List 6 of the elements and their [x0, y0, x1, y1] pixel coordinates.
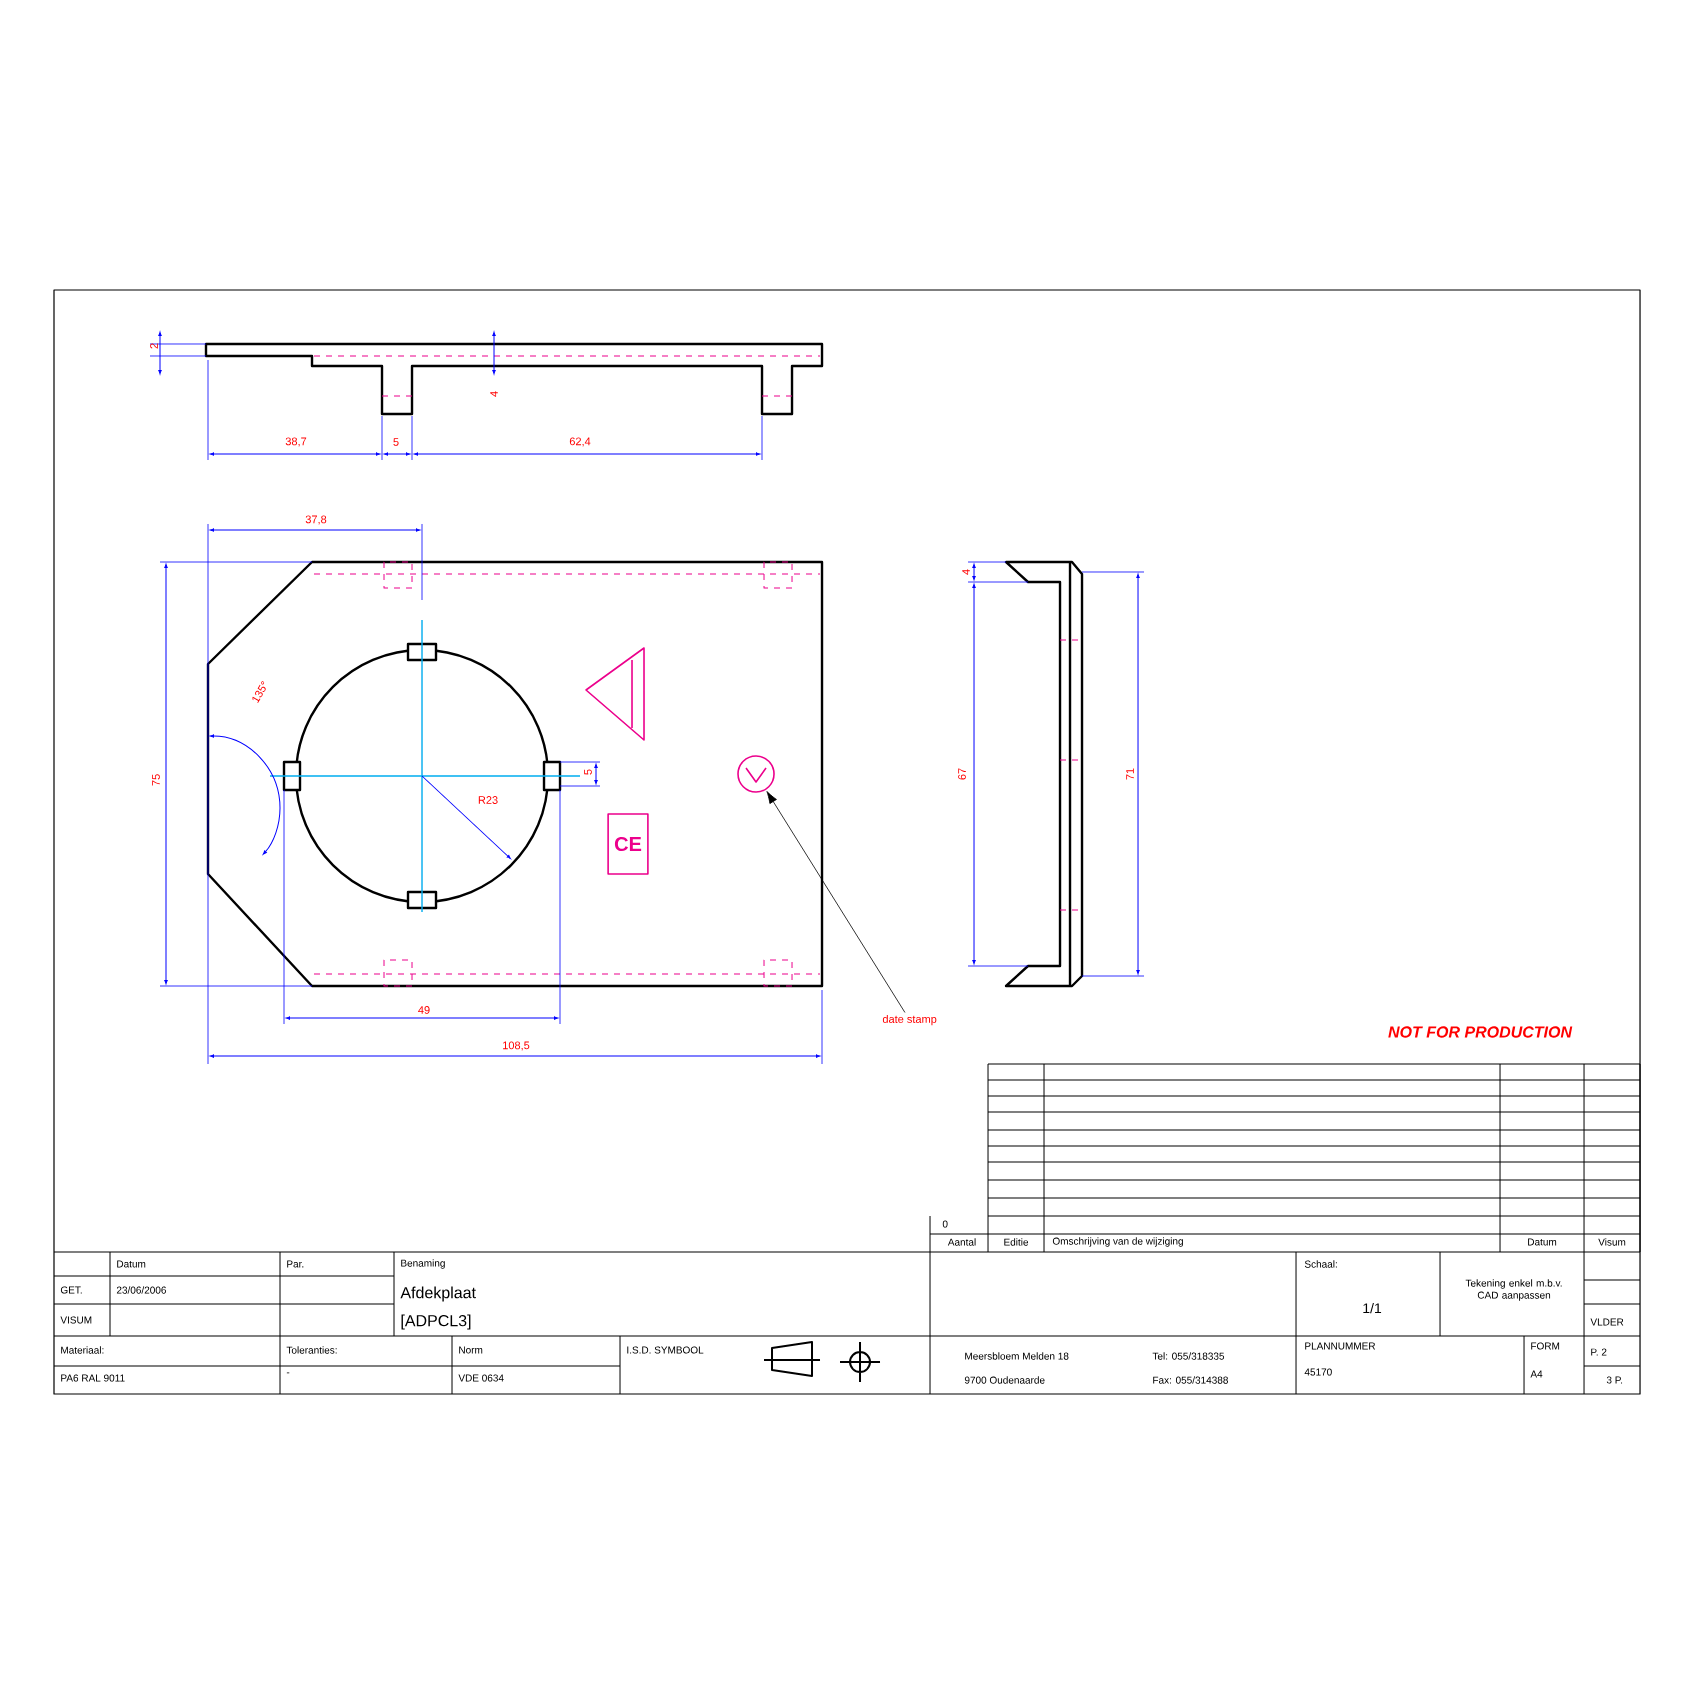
recycling-mark — [737, 755, 775, 793]
title-text: Afdekplaat — [400, 1286, 476, 1302]
warning-text: NOT FOR PRODUCTION — [1388, 1026, 1573, 1038]
leader-line — [766, 791, 906, 1013]
ce-mark: CE — [607, 813, 649, 875]
title-text: [ADPCL3] — [401, 1314, 471, 1330]
